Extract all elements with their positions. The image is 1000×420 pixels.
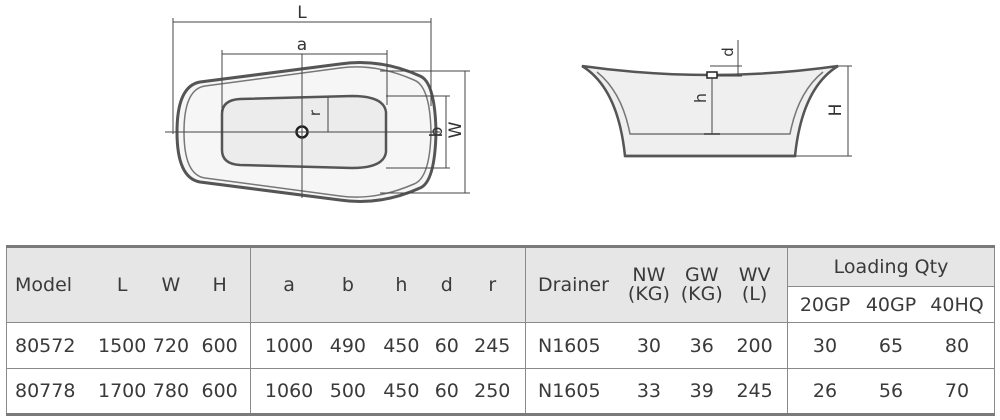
header-L: L — [116, 274, 128, 296]
label-W: W — [446, 121, 466, 138]
cell-gw: 39 — [689, 380, 714, 402]
cell-wv: 245 — [736, 380, 773, 402]
label-L: L — [297, 3, 307, 23]
cell-20gp: 26 — [812, 380, 838, 402]
header-r: r — [488, 274, 497, 296]
cell-40gp: 56 — [878, 380, 904, 402]
cell-b: 490 — [329, 334, 367, 357]
cell-r: 250 — [474, 380, 511, 402]
row-loading: 30 65 80 — [787, 322, 995, 369]
row-loading: 26 56 70 — [787, 368, 995, 416]
header-drainer: Drainer — [538, 274, 609, 296]
label-b: b — [427, 127, 447, 138]
cell-drainer: N1605 — [538, 334, 601, 357]
row-weights: N1605 33 39 245 — [525, 368, 788, 416]
cell-h: 450 — [383, 380, 420, 402]
header-group-loading: 20GP 40GP 40HQ — [787, 286, 995, 323]
header-wv: WV (L) — [728, 266, 781, 304]
header-group-weights: Drainer NW (KG) GW (KG) WV (L) — [525, 245, 788, 323]
header-nw: NW (KG) — [623, 266, 676, 304]
overflow-icon — [706, 71, 718, 79]
row-inner: 1060 500 450 60 250 — [250, 368, 526, 416]
cell-W: 720 — [152, 334, 190, 357]
header-loading-qty-label: Loading Qty — [833, 256, 949, 278]
cell-wv: 200 — [736, 334, 773, 357]
label-a: a — [297, 35, 307, 55]
cell-d: 60 — [434, 380, 459, 402]
cell-L: 1700 — [98, 380, 147, 402]
header-group-inner: a b h d r — [250, 245, 526, 323]
cell-drainer: N1605 — [538, 380, 601, 402]
spec-table: Model L W H a b h d r Drainer NW (KG) — [6, 245, 995, 416]
cell-a: 1000 — [264, 334, 314, 357]
header-nw-label: NW — [632, 264, 666, 286]
tub-side-shell — [581, 64, 839, 158]
header-loading-qty: Loading Qty — [787, 245, 995, 287]
cell-H: 600 — [201, 380, 238, 402]
header-40gp: 40GP — [865, 293, 917, 316]
header-wv-label: WV — [738, 264, 771, 286]
header-wv-unit: (L) — [741, 283, 768, 305]
header-d: d — [440, 274, 453, 296]
header-a: a — [283, 274, 295, 296]
row-dimensions: 80778 1700 780 600 — [6, 368, 251, 416]
cell-r: 245 — [474, 334, 511, 357]
cell-gw: 36 — [689, 334, 714, 357]
header-nw-unit: (KG) — [627, 283, 670, 305]
cell-40hq: 80 — [944, 334, 970, 357]
label-r: r — [306, 109, 324, 116]
header-40hq: 40HQ — [930, 293, 984, 316]
cell-a: 1060 — [264, 380, 314, 402]
cell-L: 1500 — [98, 334, 147, 357]
row-weights: N1605 30 36 200 — [525, 322, 788, 369]
cell-20gp: 30 — [812, 334, 838, 357]
header-20gp: 20GP — [799, 293, 851, 316]
header-h: h — [395, 274, 408, 296]
cell-40gp: 65 — [878, 334, 904, 357]
cell-40hq: 70 — [944, 380, 970, 402]
header-b: b — [341, 274, 354, 296]
cell-d: 60 — [434, 334, 459, 357]
header-W: W — [161, 274, 181, 296]
header-model: Model — [15, 274, 73, 296]
cell-model: 80778 — [15, 380, 76, 402]
label-h: h — [691, 93, 710, 103]
dimension-drawings: L a r b W d h — [165, 3, 852, 203]
header-gw-label: GW — [685, 264, 719, 286]
cell-model: 80572 — [15, 334, 76, 357]
cell-b: 500 — [329, 380, 367, 402]
row-dimensions: 80572 1500 720 600 — [6, 322, 251, 369]
row-inner: 1000 490 450 60 245 — [250, 322, 526, 369]
label-H: H — [826, 104, 846, 117]
label-d: d — [719, 47, 737, 57]
header-gw-unit: (KG) — [680, 283, 723, 305]
cell-nw: 33 — [636, 380, 662, 402]
header-gw: GW (KG) — [675, 266, 728, 304]
table-row: 80778 1700 780 600 1060 500 450 60 250 N… — [6, 368, 995, 416]
cell-H: 600 — [201, 334, 238, 357]
cell-W: 780 — [152, 380, 190, 402]
bathtub-top-view: L a r b W — [165, 3, 470, 203]
header-H: H — [212, 274, 227, 296]
header-group-dimensions: Model L W H — [6, 245, 251, 323]
cell-h: 450 — [383, 334, 420, 357]
cell-nw: 30 — [636, 334, 662, 357]
table-row: 80572 1500 720 600 1000 490 450 60 245 N… — [6, 322, 995, 369]
bathtub-side-view: d h H — [581, 40, 852, 158]
